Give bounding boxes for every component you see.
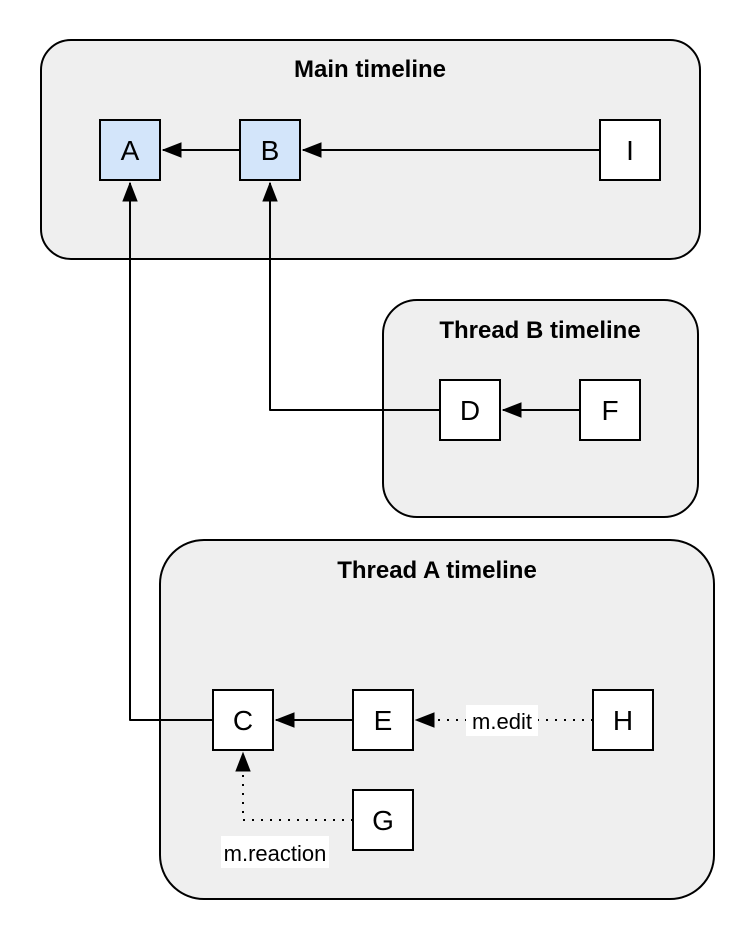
node-b bbox=[239, 119, 301, 181]
node-f bbox=[579, 379, 641, 441]
node-a bbox=[99, 119, 161, 181]
node-d-label: D bbox=[460, 395, 480, 426]
edge-g-to-c bbox=[235, 751, 353, 821]
thread-b-timeline-title: Thread B timeline bbox=[439, 317, 640, 344]
container-thread-b-timeline bbox=[382, 299, 699, 518]
node-d bbox=[439, 379, 501, 441]
edge-d-to-b bbox=[262, 181, 440, 411]
node-e-label: E bbox=[374, 705, 393, 736]
node-c bbox=[212, 689, 274, 751]
node-e bbox=[352, 689, 414, 751]
node-b-label: B bbox=[261, 135, 280, 166]
node-f-label: F bbox=[601, 395, 618, 426]
node-g bbox=[352, 789, 414, 851]
node-i bbox=[599, 119, 661, 181]
edge-c-to-a bbox=[122, 181, 213, 721]
edge-label-bg-m-reaction bbox=[221, 836, 329, 868]
node-g-label: G bbox=[372, 805, 394, 836]
node-h-label: H bbox=[613, 705, 633, 736]
node-h bbox=[592, 689, 654, 751]
node-c-label: C bbox=[233, 705, 253, 736]
node-a-label: A bbox=[121, 135, 140, 166]
node-i-label: I bbox=[626, 135, 634, 166]
thread-a-timeline-title: Thread A timeline bbox=[337, 557, 537, 584]
edge-label-m-reaction: m.reaction bbox=[224, 841, 327, 866]
edge-label-bg-m-edit bbox=[466, 705, 538, 736]
edge-label-m-edit: m.edit bbox=[472, 709, 532, 734]
main-timeline-title: Main timeline bbox=[294, 56, 446, 83]
